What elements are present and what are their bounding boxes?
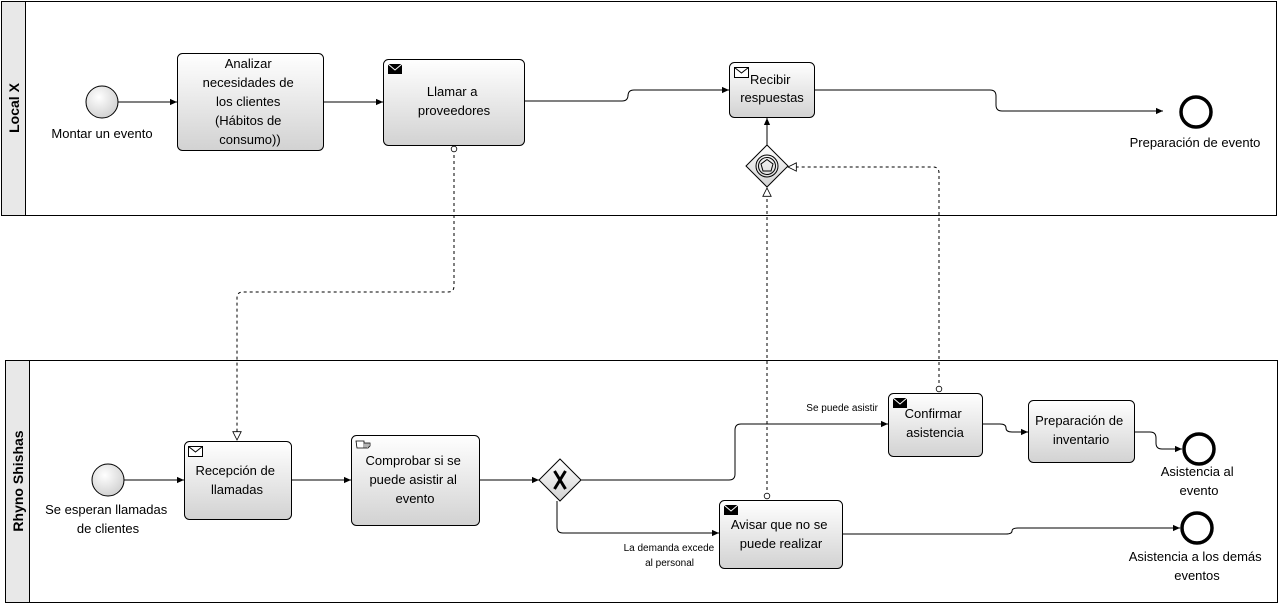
task-recepcion[interactable]: Recepción de llamadas bbox=[184, 441, 292, 520]
start-event-llamadas[interactable] bbox=[91, 463, 125, 497]
end-event-asistencia[interactable] bbox=[1182, 432, 1216, 466]
flow-label-demanda-line-2: al personal bbox=[645, 558, 694, 569]
task-comprobar[interactable]: Comprobar si se puede asistir al evento bbox=[351, 435, 480, 526]
task-confirmar-line-1: Confirmar bbox=[905, 406, 963, 421]
task-analizar-line-5: consumo)) bbox=[219, 132, 280, 147]
flow-label-se-puede: Se puede asistir bbox=[806, 403, 878, 414]
task-comprobar-line-2: puede asistir al bbox=[369, 472, 457, 487]
start-event-llamadas-label: Se esperan llamadas de clientes bbox=[45, 502, 171, 536]
message-llamar-to-recepcion[interactable] bbox=[237, 149, 454, 440]
task-recepcion-label: Recepción de llamadas bbox=[195, 463, 278, 497]
manual-task-hand-icon bbox=[355, 440, 371, 449]
start-event-llamadas-label-line-2: de clientes bbox=[77, 521, 140, 536]
flow-avisar-to-end[interactable] bbox=[842, 524, 1180, 535]
x-icon bbox=[553, 470, 567, 490]
task-llamar-line-2: proveedores bbox=[418, 103, 491, 118]
end-event-asistencia-label-line-1: Asistencia al bbox=[1161, 464, 1234, 479]
end-event-preparacion[interactable] bbox=[1179, 95, 1213, 129]
task-recibir-label: Recibir respuestas bbox=[740, 72, 804, 105]
task-comprobar-line-3: evento bbox=[395, 491, 434, 506]
flow-label-demanda-line-1: La demanda excede bbox=[624, 543, 715, 554]
flow-label-demanda: La demanda excede al personal bbox=[624, 543, 717, 569]
task-analizar-line-1: Analizar bbox=[225, 56, 273, 71]
task-avisar-line-2: puede realizar bbox=[740, 536, 823, 551]
end-event-demas-label: Asistencia a los demás eventos bbox=[1129, 549, 1266, 583]
task-preparacion-line-2: inventario bbox=[1053, 432, 1109, 447]
message-confirmar-to-gateway[interactable] bbox=[788, 167, 939, 389]
task-preparacion-label: Preparación de inventario bbox=[1035, 413, 1127, 447]
task-avisar-label: Avisar que no se puede realizar bbox=[731, 517, 831, 551]
pool-label-rhyno-shishas: Rhyno Shishas bbox=[10, 430, 26, 531]
pentagon-icon bbox=[760, 158, 774, 172]
send-message-icon bbox=[387, 63, 403, 74]
task-comprobar-label: Comprobar si se puede asistir al evento bbox=[366, 453, 465, 506]
event-based-gateway[interactable] bbox=[745, 144, 789, 188]
task-llamar-line-1: Llamar a bbox=[427, 84, 478, 99]
task-confirmar-line-2: asistencia bbox=[906, 425, 965, 440]
end-event-preparacion-label: Preparación de evento bbox=[1130, 135, 1261, 150]
task-preparacion[interactable]: Preparación de inventario bbox=[1028, 400, 1135, 463]
flow-recibir-to-end[interactable] bbox=[815, 89, 1163, 115]
exclusive-gateway[interactable] bbox=[538, 458, 582, 502]
task-preparacion-line-1: Preparación de bbox=[1035, 413, 1123, 428]
flow-llamar-to-recibir[interactable] bbox=[525, 86, 729, 102]
end-event-asistencia-label-line-2: evento bbox=[1179, 483, 1218, 498]
pool-label-local-x: Local X bbox=[6, 82, 22, 132]
task-avisar[interactable]: Avisar que no se puede realizar bbox=[719, 500, 843, 569]
end-event-demas-label-line-2: eventos bbox=[1174, 568, 1220, 583]
task-analizar-line-3: los clientes bbox=[216, 94, 281, 109]
task-comprobar-line-1: Comprobar si se bbox=[366, 453, 461, 468]
receive-message-icon bbox=[734, 67, 749, 78]
start-event-montar-label: Montar un evento bbox=[51, 126, 152, 141]
task-analizar[interactable]: Analizar necesidades de los clientes (Há… bbox=[177, 53, 324, 151]
task-recibir-line-1: Recibir bbox=[750, 72, 791, 87]
task-analizar-line-4: (Hábitos de bbox=[215, 113, 281, 128]
task-confirmar-label: Confirmar asistencia bbox=[905, 406, 966, 440]
task-recibir-line-2: respuestas bbox=[740, 90, 804, 105]
task-recepcion-line-2: llamadas bbox=[211, 482, 264, 497]
send-message-icon bbox=[723, 504, 739, 515]
task-llamar-label: Llamar a proveedores bbox=[418, 84, 491, 118]
start-event-montar[interactable] bbox=[85, 85, 119, 119]
end-event-demas-label-line-1: Asistencia a los demás bbox=[1129, 549, 1262, 564]
task-analizar-label: Analizar necesidades de los clientes (Há… bbox=[203, 56, 298, 147]
task-recepcion-line-1: Recepción de bbox=[195, 463, 275, 478]
task-analizar-line-2: necesidades de bbox=[203, 75, 294, 90]
end-event-asistencia-label: Asistencia al evento bbox=[1161, 464, 1238, 498]
receive-message-icon bbox=[188, 446, 203, 457]
flow-gateway-to-confirmar[interactable] bbox=[581, 420, 888, 481]
send-message-icon bbox=[892, 397, 908, 408]
flow-confirmar-to-preparacion[interactable] bbox=[982, 423, 1028, 436]
flow-preparacion-to-end[interactable] bbox=[1134, 431, 1182, 453]
flow-gateway-to-avisar[interactable] bbox=[556, 501, 719, 537]
task-recibir[interactable]: Recibir respuestas bbox=[729, 62, 815, 118]
task-avisar-line-1: Avisar que no se bbox=[731, 517, 828, 532]
start-event-llamadas-label-line-1: Se esperan llamadas bbox=[45, 502, 168, 517]
task-llamar[interactable]: Llamar a proveedores bbox=[383, 59, 525, 146]
task-confirmar[interactable]: Confirmar asistencia bbox=[888, 393, 983, 457]
message-flows bbox=[237, 149, 939, 496]
end-event-demas[interactable] bbox=[1180, 511, 1214, 545]
sequence-flows bbox=[118, 86, 1182, 537]
